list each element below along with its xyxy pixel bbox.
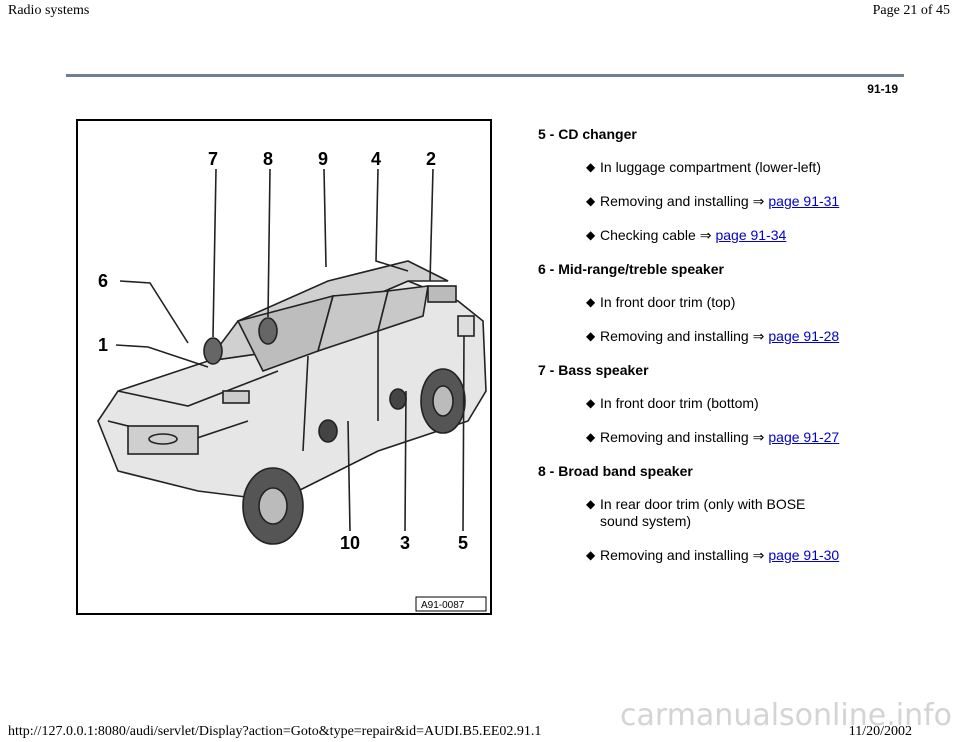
item-title: 8 - Broad band speaker xyxy=(538,463,693,479)
arrow-right-icon: ⇒ xyxy=(752,328,765,344)
callout-label: 8 xyxy=(263,149,273,169)
item-title: 5 - CD changer xyxy=(538,126,637,142)
page-link[interactable]: page 91-31 xyxy=(768,193,840,209)
header-divider xyxy=(66,74,904,77)
diamond-bullet-icon: ◆ xyxy=(586,430,596,444)
callout-label: 7 xyxy=(208,149,218,169)
list-item: 8 - Broad band speaker ◆In rear door tri… xyxy=(538,463,898,564)
arrow-right-icon: ⇒ xyxy=(752,429,765,445)
item-title: 6 - Mid-range/treble speaker xyxy=(538,261,724,277)
callout-label: 5 xyxy=(458,533,468,553)
list-sub-item: ◆Removing and installing⇒page 91-31 xyxy=(586,193,840,209)
list-sub-item: ◆In rear door trim (only with BOSE sound… xyxy=(586,496,806,529)
list-sub-item: ◆Removing and installing⇒page 91-27 xyxy=(586,429,840,445)
list-item: 6 - Mid-range/treble speaker ◆In front d… xyxy=(538,261,898,345)
page-number: 91-19 xyxy=(867,82,898,96)
list-sub-item: ◆In front door trim (bottom) xyxy=(586,395,759,411)
callout-label: 6 xyxy=(98,271,108,291)
callout-label: 10 xyxy=(340,533,360,553)
footer-url[interactable]: http://127.0.0.1:8080/audi/servlet/Displ… xyxy=(8,724,542,739)
list-item: 5 - CD changer ◆In luggage compartment (… xyxy=(538,126,898,244)
list-sub-item: ◆Removing and installing⇒page 91-28 xyxy=(586,328,840,344)
watermark: carmanualsonline.info xyxy=(620,698,952,733)
diamond-bullet-icon: ◆ xyxy=(586,497,596,511)
page-link[interactable]: page 91-30 xyxy=(768,547,840,563)
callout-label: 2 xyxy=(426,149,436,169)
callout-label: 4 xyxy=(371,149,381,169)
page-link[interactable]: page 91-28 xyxy=(768,328,840,344)
diamond-bullet-icon: ◆ xyxy=(586,160,596,174)
callout-label: 1 xyxy=(98,335,108,355)
diamond-bullet-icon: ◆ xyxy=(586,548,596,562)
arrow-right-icon: ⇒ xyxy=(752,193,765,209)
list-sub-item: ◆Checking cable⇒page 91-34 xyxy=(586,227,787,243)
header-page-count: Page 21 of 45 xyxy=(872,3,950,18)
car-illustration: 7 8 9 4 2 6 1 10 3 5 A91-0087 xyxy=(97,149,487,612)
diamond-bullet-icon: ◆ xyxy=(586,228,596,242)
component-list: 5 - CD changer ◆In luggage compartment (… xyxy=(538,126,898,581)
callout-label: 3 xyxy=(400,533,410,553)
arrow-right-icon: ⇒ xyxy=(699,227,712,243)
arrow-right-icon: ⇒ xyxy=(752,547,765,563)
callout-label: 9 xyxy=(318,149,328,169)
diamond-bullet-icon: ◆ xyxy=(586,295,596,309)
figure-code: A91-0087 xyxy=(421,600,465,611)
header-title: Radio systems xyxy=(8,3,90,18)
item-title: 7 - Bass speaker xyxy=(538,362,649,378)
list-sub-item: ◆In front door trim (top) xyxy=(586,294,736,310)
footer-date: 11/20/2002 xyxy=(848,724,912,739)
car-speaker-diagram: 7 8 9 4 2 6 1 10 3 5 A91-0087 xyxy=(76,119,492,615)
diamond-bullet-icon: ◆ xyxy=(586,194,596,208)
diamond-bullet-icon: ◆ xyxy=(586,396,596,410)
page-link[interactable]: page 91-27 xyxy=(768,429,840,445)
diamond-bullet-icon: ◆ xyxy=(586,329,596,343)
list-sub-item: ◆Removing and installing⇒page 91-30 xyxy=(586,547,840,563)
list-sub-item: ◆In luggage compartment (lower-left) xyxy=(586,159,821,175)
list-item: 7 - Bass speaker ◆In front door trim (bo… xyxy=(538,362,898,446)
page-link[interactable]: page 91-34 xyxy=(715,227,787,243)
